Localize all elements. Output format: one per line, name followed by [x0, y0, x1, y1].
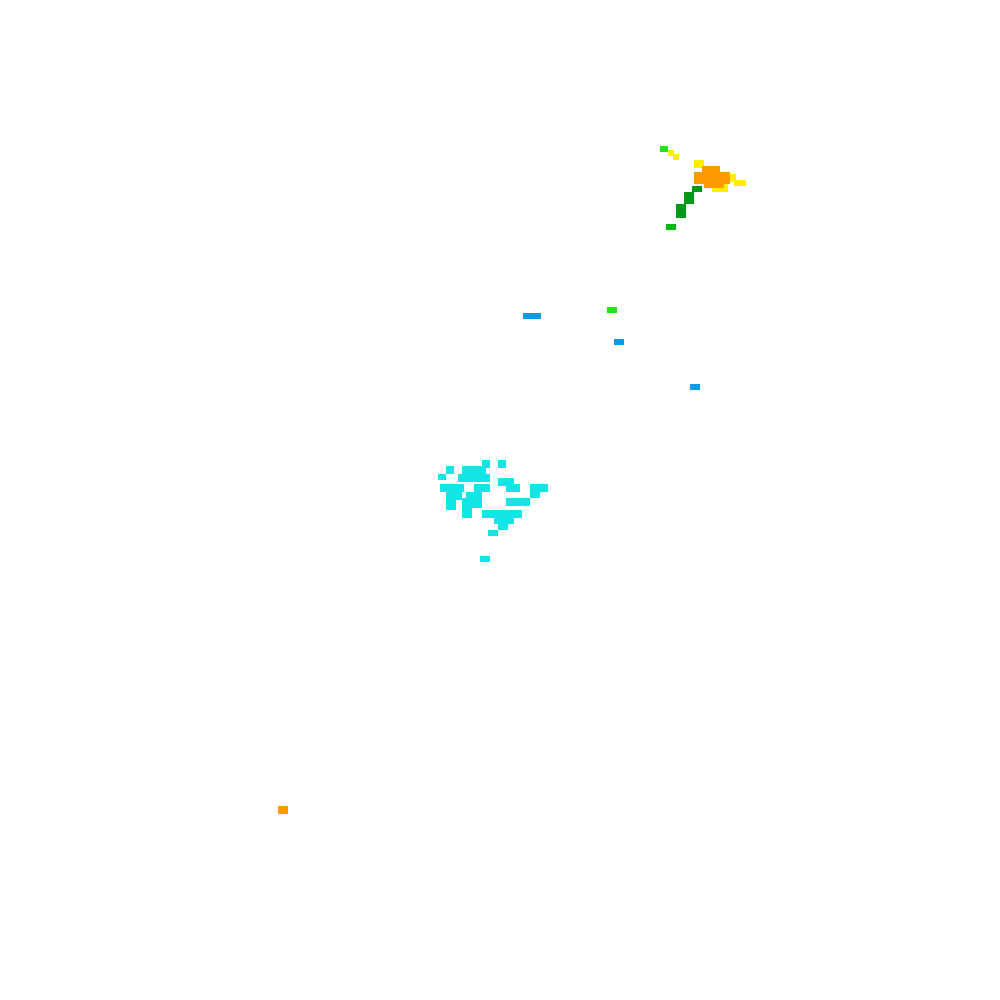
- pixel-block: [278, 806, 288, 814]
- pixel-block: [462, 466, 486, 474]
- pixel-block: [498, 524, 508, 530]
- pixel-block: [506, 484, 520, 492]
- pixel-block: [482, 460, 490, 468]
- pixel-block: [673, 154, 679, 160]
- pixel-block: [462, 498, 482, 508]
- pixel-clusters: [278, 146, 746, 814]
- pixel-block: [488, 530, 498, 536]
- pixel-block: [498, 460, 506, 468]
- pixel-block: [462, 508, 472, 518]
- bright-green-blocks: [607, 146, 668, 313]
- pixel-block: [482, 510, 522, 518]
- pixel-block: [530, 484, 548, 492]
- pixel-block: [440, 484, 464, 492]
- cyan-cluster: [438, 460, 548, 562]
- orange-blocks: [278, 166, 730, 814]
- pixel-block: [438, 474, 446, 480]
- pixel-block: [506, 498, 530, 506]
- pixel-block: [446, 492, 462, 500]
- pixel-block: [668, 150, 674, 156]
- pixel-block: [704, 182, 724, 188]
- pixel-block: [694, 172, 730, 184]
- pixel-block: [690, 384, 700, 390]
- pixel-block: [660, 146, 668, 152]
- pixel-block: [734, 180, 746, 186]
- pixel-block: [666, 224, 676, 230]
- pixel-block: [607, 307, 617, 313]
- pixel-block: [446, 500, 456, 510]
- blue-blocks: [523, 313, 700, 390]
- pixel-block: [458, 474, 490, 482]
- pixel-block: [494, 518, 514, 524]
- pixel-block: [676, 204, 686, 218]
- pixel-block: [474, 484, 490, 492]
- pixel-block: [466, 492, 482, 500]
- pixel-block: [480, 556, 490, 562]
- pixel-block: [530, 492, 540, 498]
- pixel-block: [446, 466, 454, 474]
- pixel-block: [694, 160, 704, 168]
- green-blocks: [666, 224, 676, 230]
- pixel-block: [692, 186, 702, 192]
- pixel-block: [684, 192, 694, 204]
- green-stem: [676, 186, 702, 218]
- pixel-block: [728, 174, 736, 182]
- pixel-block: [702, 166, 720, 176]
- pixel-block: [498, 478, 514, 486]
- pixel-block: [523, 313, 541, 319]
- pixel-block: [614, 339, 624, 345]
